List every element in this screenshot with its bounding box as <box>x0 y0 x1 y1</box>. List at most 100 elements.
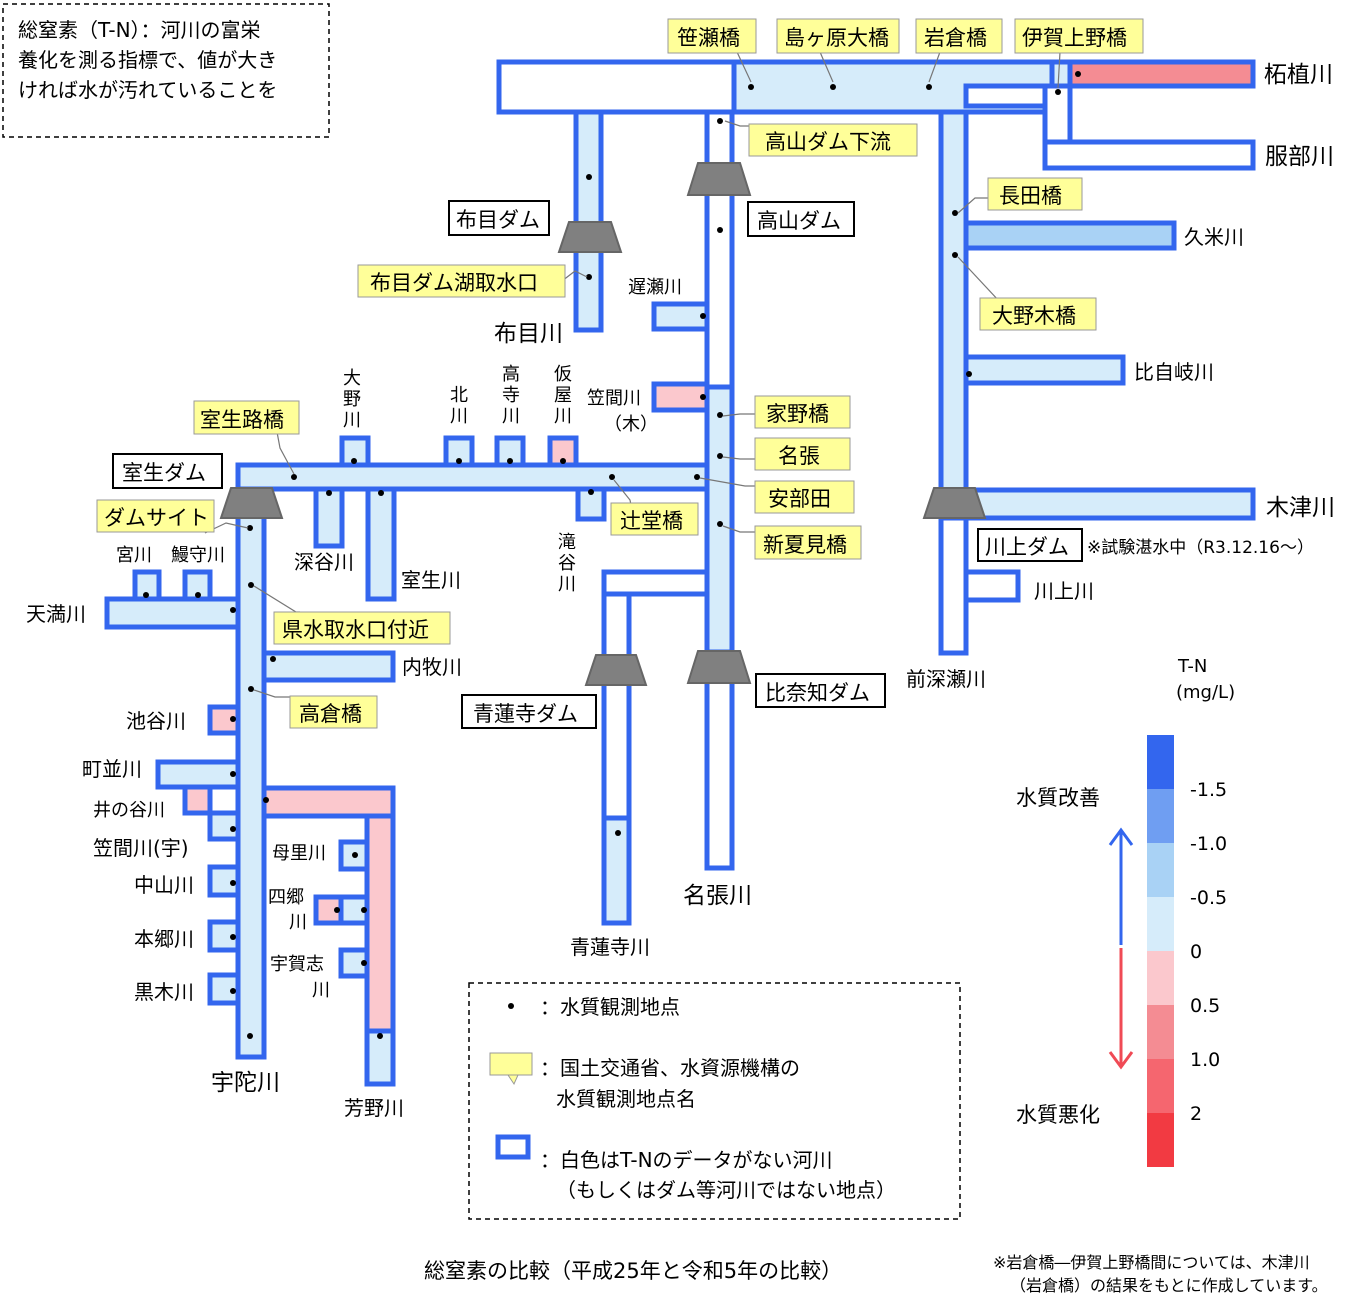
river-hattori <box>1042 139 1256 171</box>
label-uda: 宇陀川 <box>211 1070 280 1096</box>
callout-takayama-down: 高山ダム下流 <box>724 120 918 157</box>
label-kita-2: 川 <box>450 406 468 427</box>
svg-text:大野木橋: 大野木橋 <box>992 304 1076 328</box>
callout-nabari: 名張 <box>722 437 851 471</box>
kawakami-dam-note: ※試験湛水中（R3.12.16～） <box>1087 538 1314 558</box>
callout-abeta: 安部田 <box>699 477 855 514</box>
label-unagiya: 鰻守川 <box>171 545 225 566</box>
scale-segment <box>1147 951 1174 1005</box>
label-takiya-3: 川 <box>558 574 576 595</box>
river-takiya-link <box>601 569 710 597</box>
river-tenma <box>104 596 241 630</box>
svg-text:名張: 名張 <box>778 444 820 468</box>
callout-shinnatsumi: 新夏見橋 <box>722 525 862 560</box>
label-inotani: 井の谷川 <box>93 800 165 821</box>
scale-segment <box>1147 1059 1174 1113</box>
label-kasama-ki-1: 笠間川 <box>587 388 641 409</box>
legend: ：水質観測地点 ：国土交通省、水資源機構の 水質観測地点名 ：白色はT-Nのデー… <box>468 982 961 1220</box>
label-kuroki: 黒木川 <box>134 980 194 1004</box>
svg-text:青蓮寺ダム: 青蓮寺ダム <box>473 702 578 726</box>
label-mori: 母里川 <box>272 843 326 864</box>
callout-ken-intake: 県水取水口付近 <box>253 585 451 645</box>
label-takadera-1: 高 <box>502 364 520 385</box>
dam-label-shorenji: 青蓮寺ダム <box>461 694 597 729</box>
legend-frame <box>468 982 961 1220</box>
river-takiya <box>601 591 632 661</box>
svg-text:室生ダム: 室生ダム <box>122 461 206 485</box>
svg-text:高倉橋: 高倉橋 <box>299 702 362 726</box>
svg-text:布目ダム: 布目ダム <box>456 208 540 232</box>
label-shigo-1: 四郷 <box>268 887 304 908</box>
river-muro <box>365 486 397 602</box>
label-fukatani: 深谷川 <box>294 550 354 574</box>
river-yoshino-upper <box>261 785 396 819</box>
label-takiya-2: 谷 <box>558 553 576 574</box>
dam-icon-nunome <box>557 221 623 253</box>
river-uda <box>235 486 267 1060</box>
river-nabari-lower <box>704 649 735 871</box>
label-takadera-2: 寺 <box>502 385 520 406</box>
scale-bar <box>1147 735 1174 1167</box>
river-uchimaki <box>261 650 396 683</box>
scale-worsen-label: 水質悪化 <box>1016 1103 1100 1127</box>
scale-tick-label: -1.0 <box>1190 833 1227 855</box>
label-hongo: 本郷川 <box>134 927 194 951</box>
scale-improve-label: 水質改善 <box>1016 786 1100 810</box>
river-hijiki <box>963 354 1126 386</box>
river-uda-horizontal <box>235 462 710 492</box>
scale-tick-label: 2 <box>1190 1103 1202 1125</box>
worsen-arrow <box>1108 948 1134 1070</box>
svg-text:高山ダム: 高山ダム <box>757 209 841 233</box>
label-miya: 宮川 <box>116 545 152 566</box>
label-ugashi-1: 宇賀志 <box>270 954 324 975</box>
dam-icon-kawakami <box>922 487 987 519</box>
svg-text:笹瀬橋: 笹瀬橋 <box>677 26 740 50</box>
label-maefukase: 前深瀬川 <box>906 667 986 691</box>
legend-callout-icon <box>489 1052 533 1086</box>
river-kuroki <box>207 972 241 1006</box>
label-ohno-2: 野 <box>343 389 361 410</box>
callout-iwakura: 岩倉橋 <box>915 18 1003 83</box>
label-iketani: 池谷川 <box>126 709 186 733</box>
label-ugashi-2: 川 <box>312 980 330 1001</box>
river-labels: 柘植川 服部川 久米川 比自岐川 木津川 川上川 前深瀬川 布目川 遅瀬川 笠間… <box>26 62 1335 1120</box>
svg-text:比奈知ダム: 比奈知ダム <box>765 681 870 705</box>
note-line-2: 養化を測る指標で、値が大き <box>18 48 277 72</box>
dam-shapes <box>219 162 987 686</box>
svg-text:岩倉橋: 岩倉橋 <box>924 26 987 50</box>
scale-segment <box>1147 897 1174 951</box>
river-kizu-lower <box>963 487 1256 521</box>
legend-box-text-1: ：白色はT-Nのデータがない河川 <box>540 1148 833 1172</box>
dam-icon-shorenji <box>584 654 648 686</box>
river-kizu-vertical <box>938 109 969 493</box>
river-maefukase <box>938 515 969 656</box>
river-network <box>104 59 1256 1087</box>
dam-icon-hinachi <box>686 650 752 684</box>
svg-text:高山ダム下流: 高山ダム下流 <box>765 130 891 154</box>
river-kawakami <box>963 569 1021 603</box>
river-nabari-mid <box>704 384 735 655</box>
dam-label-hinachi: 比奈知ダム <box>755 673 886 708</box>
scale-segment <box>1147 789 1174 843</box>
svg-text:伊賀上野橋: 伊賀上野橋 <box>1022 26 1127 50</box>
dam-icon-takayama <box>686 162 752 196</box>
scale-segment <box>1147 1113 1174 1167</box>
svg-text:ダムサイト: ダムサイト <box>104 506 209 530</box>
dam-label-nunome: 布目ダム <box>448 200 550 236</box>
label-kume: 久米川 <box>1184 225 1244 249</box>
label-kizu: 木津川 <box>1266 495 1335 521</box>
note-line-1: 総窒素（T-N）：河川の富栄 <box>18 18 261 42</box>
definition-note: 総窒素（T-N）：河川の富栄 養化を測る指標で、値が大き ければ水が汚れているこ… <box>2 3 330 138</box>
scale-segment <box>1147 735 1174 789</box>
label-tsuge: 柘植川 <box>1264 62 1333 88</box>
river-inotani <box>182 784 213 816</box>
scale-tick-label: 0 <box>1190 941 1202 963</box>
legend-callout-text-2: 水質観測地点名 <box>556 1087 696 1111</box>
svg-text:長田橋: 長田橋 <box>999 184 1062 208</box>
label-kawakami: 川上川 <box>1034 579 1094 603</box>
scale-segment <box>1147 1005 1174 1059</box>
scale-tick-label: -1.5 <box>1190 779 1227 801</box>
callout-tsujido: 辻堂橋 <box>610 479 699 536</box>
label-shorenji: 青蓮寺川 <box>570 935 650 959</box>
